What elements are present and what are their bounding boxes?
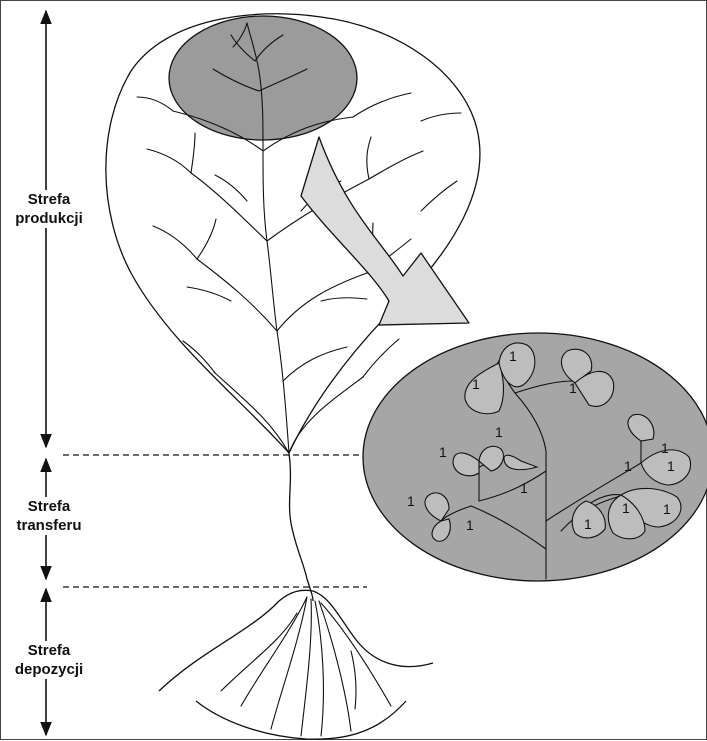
transfer-zone-label-line2: transferu <box>5 516 93 535</box>
order-label: 1 <box>466 517 474 533</box>
order-label: 1 <box>584 516 592 532</box>
order-label: 1 <box>661 440 669 456</box>
transfer-zone-label: Strefa transferu <box>5 497 93 535</box>
order-label: 1 <box>439 444 447 460</box>
order-label: 1 <box>495 424 503 440</box>
transfer-channel <box>289 453 313 601</box>
order-label: 1 <box>569 380 577 396</box>
production-zone-label-line2: produkcji <box>5 209 93 228</box>
order-label: 1 <box>622 500 630 516</box>
distributary-channels <box>221 597 391 736</box>
deposition-zone-label-line1: Strefa <box>5 641 93 660</box>
transfer-zone-label-line1: Strefa <box>5 497 93 516</box>
order-label: 1 <box>663 501 671 517</box>
order-label: 1 <box>407 493 415 509</box>
order-label: 1 <box>520 480 528 496</box>
order-label: 1 <box>667 458 675 474</box>
deposition-zone-label-line2: depozycji <box>5 660 93 679</box>
order-label: 1 <box>509 348 517 364</box>
deposition-zone-label: Strefa depozycji <box>5 641 93 679</box>
order-label: 1 <box>624 458 632 474</box>
production-zone-label: Strefa produkcji <box>5 190 93 228</box>
production-zone-label-line1: Strefa <box>5 190 93 209</box>
alluvial-fan-outline <box>159 590 433 691</box>
order-label: 1 <box>472 376 480 392</box>
